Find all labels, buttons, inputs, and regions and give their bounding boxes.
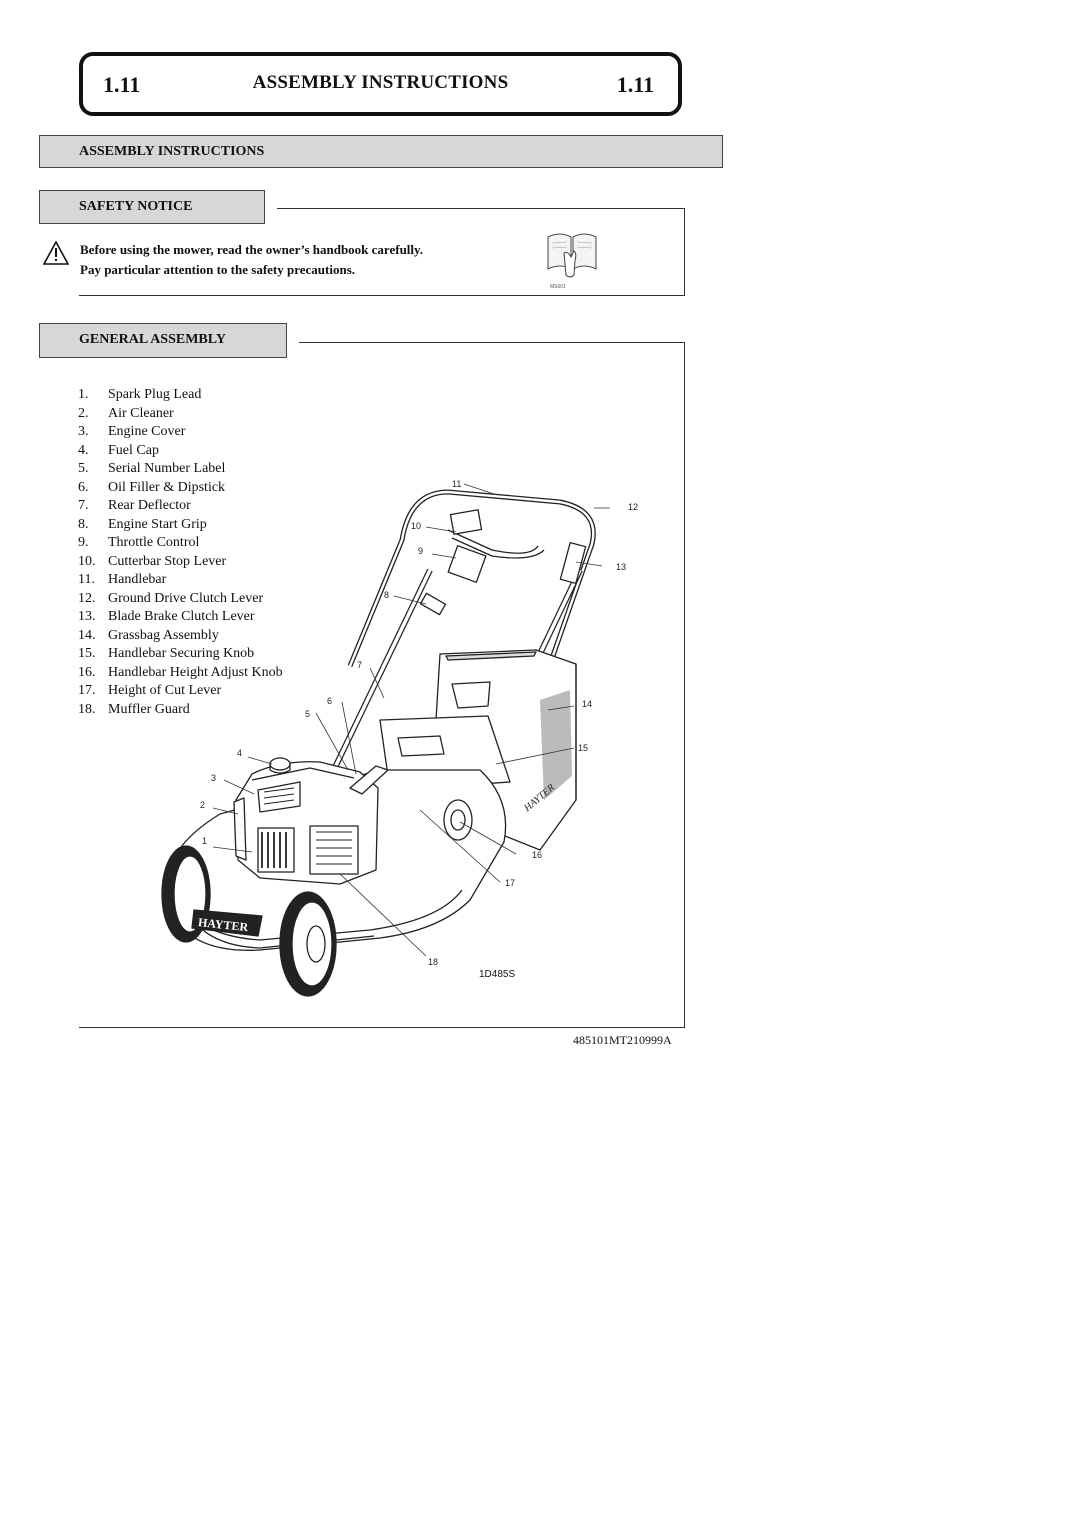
list-item: 17.Height of Cut Lever (78, 683, 222, 698)
callout-18: 18 (428, 957, 439, 967)
callout-12: 12 (628, 502, 639, 512)
callout-2: 2 (200, 800, 206, 810)
safety-bottom-rule (79, 295, 684, 296)
list-item: 8.Engine Start Grip (78, 516, 207, 532)
callout-17: 17 (505, 878, 516, 888)
list-item: 7.Rear Deflector (78, 498, 191, 513)
callout-6: 6 (327, 696, 333, 706)
safety-notice-label: SAFETY NOTICE (79, 199, 193, 214)
list-item: 9.Throttle Control (78, 535, 200, 550)
main-section-label: ASSEMBLY INSTRUCTIONS (79, 144, 265, 159)
callout-8: 8 (384, 590, 390, 600)
callout-10: 10 (411, 521, 422, 531)
safety-notice-heading: SAFETY NOTICE (39, 190, 265, 224)
list-item: 11.Handlebar (78, 572, 167, 587)
assembly-right-rule (684, 342, 685, 1028)
callout-11: 11 (452, 479, 462, 489)
callout-14: 14 (582, 699, 593, 709)
callout-9: 9 (418, 546, 424, 556)
assembly-bottom-rule (79, 1027, 684, 1028)
safety-notice-line1: Before using the mower, read the owner’s… (80, 242, 424, 257)
callout-7: 7 (357, 660, 363, 670)
list-item: 18.Muffler Guard (78, 701, 190, 717)
main-section-heading: ASSEMBLY INSTRUCTIONS (39, 135, 723, 168)
list-item: 14.Grassbag Assembly (78, 627, 219, 643)
document-code: 485101MT210999A (573, 1033, 672, 1047)
list-item: 6.Oil Filler & Dipstick (78, 479, 226, 495)
general-assembly-label: GENERAL ASSEMBLY (79, 332, 226, 347)
list-item: 13.Blade Brake Clutch Lever (78, 609, 255, 624)
list-item: 1.Spark Plug Lead (78, 387, 202, 402)
warning-icon (43, 241, 69, 265)
list-item: 5.Serial Number Label (78, 461, 226, 476)
list-item: 3.Engine Cover (78, 424, 186, 439)
callout-3: 3 (211, 773, 217, 783)
section-number-right: 1.11 (616, 72, 654, 97)
general-assembly-heading: GENERAL ASSEMBLY (39, 323, 287, 358)
list-item: 15.Handlebar Securing Knob (78, 646, 255, 661)
list-item: 2.Air Cleaner (78, 405, 174, 421)
handbook-icon (547, 233, 597, 278)
callout-13: 13 (616, 562, 627, 572)
callout-16: 16 (532, 850, 543, 860)
page-title: ASSEMBLY INSTRUCTIONS (252, 72, 509, 93)
safety-top-rule (277, 208, 684, 209)
mower-diagram: HAYTER HAYTER (161, 483, 610, 997)
handbook-code: MS601 (550, 284, 566, 290)
list-item: 10.Cutterbar Stop Lever (78, 553, 227, 569)
list-item: 4.Fuel Cap (78, 442, 159, 458)
callout-4: 4 (237, 748, 243, 758)
list-item: 12.Ground Drive Clutch Lever (78, 590, 264, 606)
section-number-left: 1.11 (103, 72, 141, 97)
assembly-top-rule (299, 342, 684, 343)
list-item: 16.Handlebar Height Adjust Knob (78, 664, 283, 680)
callout-1: 1 (202, 836, 208, 846)
callout-5: 5 (305, 709, 311, 719)
deck-brand-text: HAYTER (197, 915, 249, 934)
section-title-box: 1.11 ASSEMBLY INSTRUCTIONS 1.11 (79, 52, 682, 116)
parts-list: 1.Spark Plug Lead 2.Air Cleaner 3.Engine… (78, 386, 283, 719)
callout-15: 15 (578, 743, 589, 753)
safety-right-rule (684, 208, 685, 296)
diagram-reference: 1D485S (479, 969, 516, 980)
safety-notice-line2: Pay particular attention to the safety p… (80, 262, 356, 277)
